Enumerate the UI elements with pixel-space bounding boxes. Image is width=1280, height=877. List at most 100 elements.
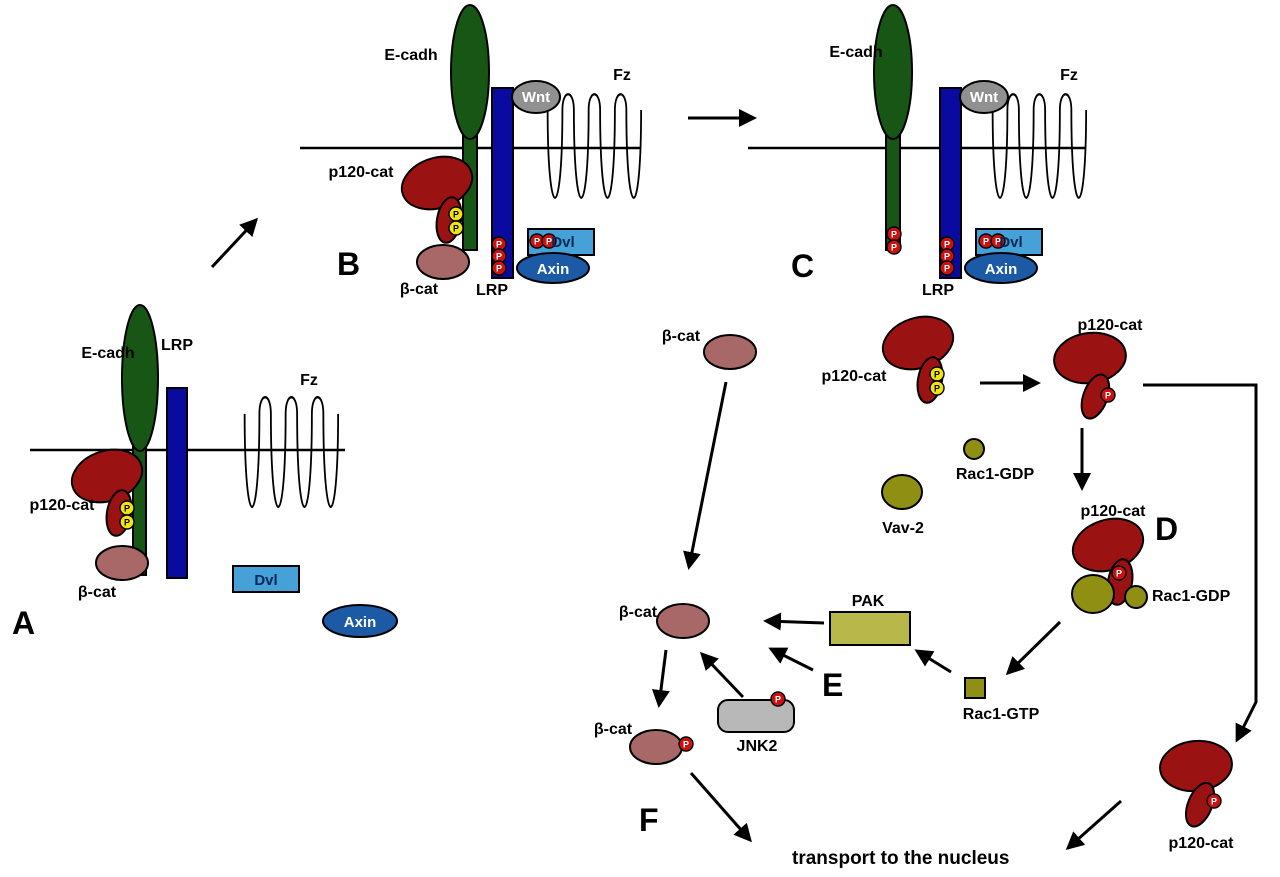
axin-protein xyxy=(964,252,1038,284)
label-beta-cat: β-cat xyxy=(619,604,658,621)
vav2-protein xyxy=(881,474,923,510)
panel-letter-e: E xyxy=(822,667,843,703)
lrp-receptor xyxy=(491,87,514,279)
label-axin: Axin xyxy=(537,261,570,278)
panel-d: β-cat p120-cat p120-cat Rac1-GDP Vav-2 p… xyxy=(662,307,1231,723)
label-p120-cat: p120-cat xyxy=(822,368,888,385)
label-p120-cat: p120-cat xyxy=(1081,503,1147,520)
phosphate-icon xyxy=(448,206,464,222)
label-dvl: Dvl xyxy=(254,572,277,589)
panel-letter-d: D xyxy=(1155,511,1178,547)
label-rac1-gtp: Rac1-GTP xyxy=(963,706,1040,723)
arrow-jnk2-to-betacat xyxy=(699,651,745,699)
label-jnk2: JNK2 xyxy=(737,738,778,755)
panel-letter-f: F xyxy=(639,802,659,838)
label-pak: PAK xyxy=(852,593,885,610)
phosphate-icon xyxy=(886,239,902,255)
phosphate-icon xyxy=(1206,793,1222,809)
label-fz: Fz xyxy=(300,372,318,389)
label-p120-cat: p120-cat xyxy=(1078,317,1144,334)
rac1-gtp-protein xyxy=(964,677,986,699)
phosphate-icon xyxy=(119,514,135,530)
frizzled-receptor xyxy=(991,93,1088,199)
label-axin: Axin xyxy=(985,261,1018,278)
wnt-ligand xyxy=(959,80,1009,114)
phosphate-icon xyxy=(119,500,135,516)
rac1-gdp-protein xyxy=(963,438,985,460)
label-vav2: Vav-2 xyxy=(882,520,924,537)
label-fz: Fz xyxy=(1060,67,1078,84)
label-beta-cat: β-cat xyxy=(78,584,117,601)
label-rac1-gdp: Rac1-GDP xyxy=(956,466,1035,483)
dvl-protein xyxy=(232,565,300,593)
arrows xyxy=(210,109,1258,850)
lrp-receptor xyxy=(166,387,188,579)
phosphate-icon xyxy=(929,380,945,396)
panel-b: E-cadh Wnt Fz p120-cat β-cat LRP Dvl Axi… xyxy=(300,4,643,299)
frizzled-receptor xyxy=(546,93,643,199)
e-cadherin-domain xyxy=(121,304,159,452)
phosphate-icon xyxy=(770,691,786,707)
phosphate-icon xyxy=(1100,387,1116,403)
phosphate-icon xyxy=(939,260,955,276)
label-e-cadh: E-cadh xyxy=(384,47,437,64)
panel-e: PAK β-cat JNK2 E xyxy=(619,593,911,755)
p120-catenin xyxy=(875,307,961,406)
pak-kinase xyxy=(829,611,911,646)
panel-c: E-cadh Wnt Fz LRP Dvl Axin C xyxy=(748,4,1088,299)
phosphate-icon xyxy=(678,736,694,752)
panel-letter-b: B xyxy=(337,246,360,282)
arrow-betacat-to-betacat xyxy=(683,381,728,570)
label-p120-cat: p120-cat xyxy=(30,497,96,514)
label-wnt: Wnt xyxy=(522,89,550,106)
wnt-ligand xyxy=(511,80,561,114)
label-lrp: LRP xyxy=(476,282,508,299)
label-fz: Fz xyxy=(613,67,631,84)
panel-letter-a: A xyxy=(12,605,35,641)
label-e-cadh: E-cadh xyxy=(81,345,134,362)
jnk2-kinase xyxy=(717,699,795,733)
beta-catenin xyxy=(656,603,710,639)
panel-letter-c: C xyxy=(791,248,814,284)
p120-catenin xyxy=(1141,722,1246,837)
label-p120-cat: p120-cat xyxy=(329,164,395,181)
label-dvl: Dvl xyxy=(999,234,1022,251)
label-axin: Axin xyxy=(344,614,377,631)
rac1-gdp-protein xyxy=(1124,585,1148,609)
arrow-betacat-phosphorylation xyxy=(651,649,670,708)
panel-f: β-cat p120-cat transport to the nucleus … xyxy=(594,721,1246,869)
label-e-cadh: E-cadh xyxy=(829,44,882,61)
arrow-rac1gtp-to-pak xyxy=(914,649,952,674)
arrow-betacat-to-nucleus xyxy=(689,772,752,843)
axin-protein xyxy=(322,604,398,638)
arrow-p120-long-path xyxy=(1143,383,1258,743)
phosphate-icon xyxy=(929,366,945,382)
arrow-complex-to-rac1gtp xyxy=(1005,620,1062,676)
label-transport-to-nucleus: transport to the nucleus xyxy=(792,848,1009,869)
label-p120-cat: p120-cat xyxy=(1169,835,1235,852)
phosphate-icon xyxy=(886,226,902,242)
arrow-to-betacat-diagonal xyxy=(768,647,814,672)
panel-a: E-cadh LRP Fz p120-cat β-cat Dvl Axin A xyxy=(12,304,398,641)
vav2-protein xyxy=(1071,574,1115,614)
arrow-a-to-b xyxy=(210,217,259,269)
label-wnt: Wnt xyxy=(970,89,998,106)
e-cadherin-domain xyxy=(873,4,913,140)
lrp-receptor xyxy=(939,87,962,279)
arrow-pak-to-betacat xyxy=(763,612,825,631)
phosphate-icon xyxy=(448,220,464,236)
axin-protein xyxy=(516,252,590,284)
label-lrp: LRP xyxy=(161,337,193,354)
frizzled-receptor xyxy=(243,396,340,509)
phosphate-icon xyxy=(1111,565,1127,581)
label-beta-cat: β-cat xyxy=(594,721,633,738)
beta-catenin xyxy=(703,334,757,370)
e-cadherin-domain xyxy=(450,4,490,140)
beta-catenin xyxy=(95,545,149,581)
label-lrp: LRP xyxy=(922,282,954,299)
beta-catenin xyxy=(629,729,683,765)
label-dvl: Dvl xyxy=(551,234,574,251)
label-beta-cat: β-cat xyxy=(400,281,439,298)
